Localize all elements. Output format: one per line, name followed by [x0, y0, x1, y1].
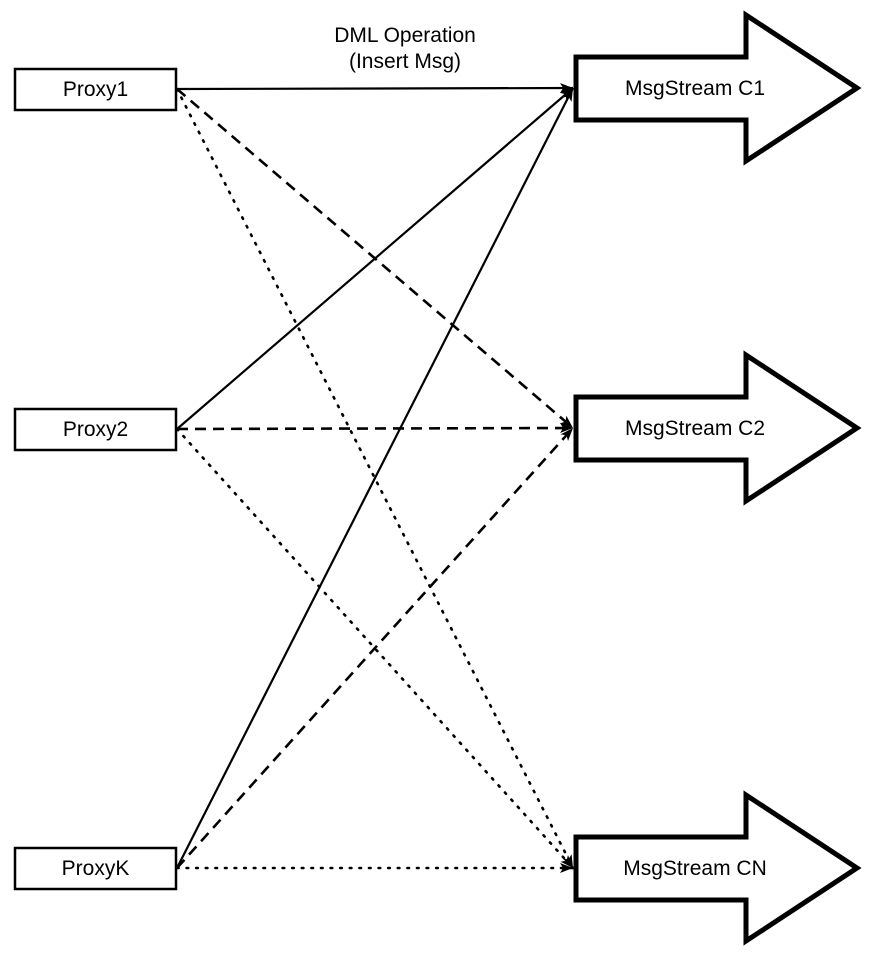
proxy-node-proxyk[interactable]: ProxyK	[13, 846, 178, 891]
msgstream-c2-label: MsgStream C2	[625, 417, 765, 440]
connection-proxyk-stream-c1	[176, 87, 574, 869]
connection-proxy2-stream-c2	[176, 423, 574, 434]
edge-label-dml-operation: DML Operation (Insert Msg)	[334, 24, 476, 73]
edge-label-line2: (Insert Msg)	[349, 50, 461, 73]
msgstream-cn-label: MsgStream CN	[623, 857, 767, 880]
connection-proxy2-stream-c1	[176, 87, 574, 430]
connection-proxy1-stream-cn	[175, 87, 575, 870]
proxy2-box[interactable]	[13, 407, 178, 452]
proxy-node-proxy2[interactable]: Proxy2	[13, 407, 178, 452]
edge-label-line1: DML Operation	[334, 24, 476, 47]
connection-proxyk-stream-c2	[176, 427, 574, 869]
msgstream-node-c2[interactable]: MsgStream C2	[573, 350, 862, 506]
proxy1-label: Proxy1	[63, 78, 128, 101]
proxyk-label: ProxyK	[62, 857, 130, 880]
msgstream-cn-arrow-shape[interactable]	[573, 790, 862, 946]
connection-group	[175, 83, 575, 873]
proxy1-box[interactable]	[13, 67, 178, 112]
proxy-node-proxy1[interactable]: Proxy1	[13, 67, 178, 112]
connection-proxy1-stream-c1	[176, 83, 574, 94]
msgstream-c1-arrow-shape[interactable]	[573, 10, 862, 166]
msgstream-node-cn[interactable]: MsgStream CN	[573, 790, 862, 946]
msgstream-c1-label: MsgStream C1	[625, 77, 765, 100]
msgstream-c2-arrow-shape[interactable]	[573, 350, 862, 506]
proxyk-box[interactable]	[13, 846, 178, 891]
connection-proxy2-stream-cn	[175, 427, 575, 870]
proxy2-label: Proxy2	[63, 418, 128, 441]
msgstream-node-c1[interactable]: MsgStream C1	[573, 10, 862, 166]
